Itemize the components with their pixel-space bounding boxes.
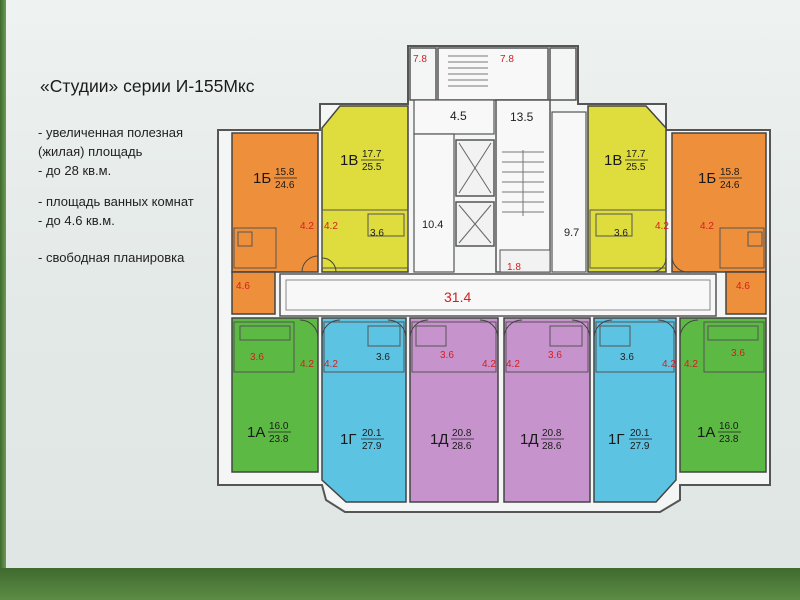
area-hall-1v-left: 4.2 (324, 221, 338, 232)
stair-top-steps (448, 55, 488, 87)
lift-2-cross (458, 204, 492, 244)
area-shaft-left: 10.4 (422, 219, 443, 231)
apartment-1g-left-code: 1Г (340, 431, 356, 448)
apartment-1b-left-bath (231, 271, 276, 315)
apartment-1g-right-code: 1Г (608, 431, 624, 448)
corridor (279, 273, 717, 317)
area-bath-1v-right: 3.6 (614, 228, 628, 239)
area-bath-1g-left: 3.6 (376, 352, 390, 363)
hall-top (413, 99, 495, 135)
apartment-1v-left-total-area: 25.5 (362, 162, 382, 173)
apartment-1a-right-total-area: 23.8 (719, 434, 739, 445)
area-hall-1d-left: 4.2 (482, 359, 496, 370)
apartment-1b-right-code: 1Б (698, 170, 716, 187)
feature-line-6: - свободная планировка (38, 250, 185, 265)
lift-shaft-left (413, 133, 455, 273)
area-stair-top: 13.5 (510, 110, 534, 124)
apartment-1g-left-total-area: 27.9 (362, 441, 382, 452)
area-shaft-right: 9.7 (564, 227, 579, 239)
feature-line-1: - увеличенная полезная (38, 125, 184, 140)
area-lift-small: 1.8 (507, 262, 521, 273)
apartment-1a-right-code: 1А (697, 424, 715, 441)
apartment-1d-right-living-area: 20.8 (542, 428, 562, 439)
apartment-1a-right-living-area: 16.0 (719, 421, 739, 432)
feature-line-4: - площадь ванных комнат (38, 194, 194, 209)
apartment-1d-left-code: 1Д (430, 431, 449, 448)
apartment-1g-right (593, 317, 677, 503)
apartment-1d-right-total-area: 28.6 (542, 441, 562, 452)
apartment-1b-right-living-area: 15.8 (720, 167, 740, 178)
apartment-1d-left (409, 317, 499, 503)
apartment-1b-right (671, 132, 767, 273)
background-grass-edge (0, 0, 6, 568)
area-bath-1d-left: 3.6 (440, 350, 454, 361)
area-hall-top: 4.5 (450, 109, 467, 123)
apartment-1g-right-total-area: 27.9 (630, 441, 650, 452)
poster-title: «Студии» серии И-155Мкс (40, 76, 255, 96)
apartment-1a-left (231, 317, 319, 473)
area-hall-1b-right: 4.2 (700, 221, 714, 232)
apartment-1a-left-living-area: 16.0 (269, 421, 289, 432)
area-bath-1g-right: 3.6 (620, 352, 634, 363)
apartment-1g-left (321, 317, 407, 503)
area-hall-1a-right: 4.2 (684, 359, 698, 370)
area-hall-1d-right: 4.2 (506, 359, 520, 370)
apartment-1d-right-code: 1Д (520, 431, 539, 448)
area-bath-1a-right: 3.6 (731, 348, 745, 359)
apartment-1v-right-total-area: 25.5 (626, 162, 646, 173)
area-hall-1g-right: 4.2 (662, 359, 676, 370)
balcony-left (409, 47, 437, 101)
apartment-1b-left-living-area: 15.8 (275, 167, 295, 178)
area-bath-1v-left: 3.6 (370, 228, 384, 239)
apartment-1g-right-living-area: 20.1 (630, 428, 650, 439)
apartment-1b-left-total-area: 24.6 (275, 180, 295, 191)
apartment-1g-left-living-area: 20.1 (362, 428, 382, 439)
bathroom-fixtures (233, 209, 765, 373)
area-balcony-left: 7.8 (413, 54, 427, 65)
feature-line-3: - до 28 кв.м. (38, 163, 112, 178)
area-hall-1v-right: 4.2 (655, 221, 669, 232)
lift-1-cross (458, 142, 492, 194)
apartment-1d-right (503, 317, 591, 503)
area-hall-1b-left: 4.2 (300, 221, 314, 232)
apartment-1v-left (321, 105, 409, 273)
apartment-1v-right-code: 1В (604, 152, 622, 169)
area-corridor: 31.4 (444, 289, 471, 305)
apartment-1v-left-code: 1В (340, 152, 358, 169)
apartment-1v-left-living-area: 17.7 (362, 149, 382, 160)
apartment-1b-left (231, 132, 319, 273)
apartment-1a-right (679, 317, 767, 473)
apartment-1d-left-living-area: 20.8 (452, 428, 472, 439)
area-bath-1a-left: 3.6 (250, 352, 264, 363)
area-bath-1d-right: 3.6 (548, 350, 562, 361)
corridor-inner-line (285, 279, 711, 311)
apartment-1b-right-total-area: 24.6 (720, 180, 740, 191)
shaft-right (551, 111, 587, 273)
apartment-1d-left-total-area: 28.6 (452, 441, 472, 452)
door-arcs (299, 255, 699, 339)
area-hall-1g-left: 4.2 (324, 359, 338, 370)
area-bath-1b-right: 4.6 (736, 281, 750, 292)
apartment-1v-right-living-area: 17.7 (626, 149, 646, 160)
feature-line-2: (жилая) площадь (38, 144, 143, 159)
area-hall-1a-left: 4.2 (300, 359, 314, 370)
area-balcony-right: 7.8 (500, 54, 514, 65)
apartment-1v-right (587, 105, 667, 273)
apartment-1b-right-bath (725, 271, 767, 315)
area-bath-1b-left: 4.6 (236, 281, 250, 292)
balcony-right (549, 47, 577, 101)
feature-line-5: - до 4.6 кв.м. (38, 213, 115, 228)
apartment-1b-left-code: 1Б (253, 170, 271, 187)
apartment-1a-left-code: 1А (247, 424, 265, 441)
service-small (499, 249, 551, 273)
stair-main-steps (502, 150, 544, 216)
apartment-1a-left-total-area: 23.8 (269, 434, 289, 445)
background-grass (0, 568, 800, 600)
